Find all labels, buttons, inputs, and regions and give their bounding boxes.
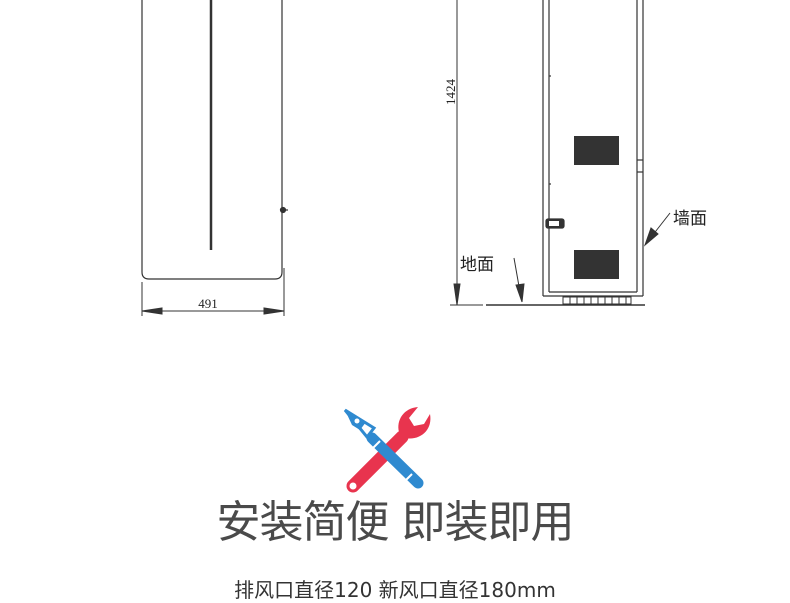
front-view-cabinet (141, 0, 288, 280)
height-dimension-label: 1424 (443, 79, 458, 106)
floor-label: 地面 (460, 255, 494, 275)
wall-pointer (643, 212, 671, 247)
width-dimension-label: 491 (198, 296, 218, 311)
cabinet-base-slots (562, 296, 632, 305)
lower-vent-grille (574, 250, 619, 279)
height-dimension (450, 0, 483, 306)
upper-vent-grille (574, 136, 619, 165)
headline: 安装简便 即装即用 (216, 497, 575, 548)
floor-pointer (513, 257, 525, 303)
side-view-cabinet (542, 0, 644, 297)
installation-diagram: 491 1424 (141, 0, 707, 493)
width-dimension (141, 268, 285, 316)
tools-pen-wrench-icon (343, 407, 431, 493)
wall-label: 墙面 (673, 209, 707, 229)
